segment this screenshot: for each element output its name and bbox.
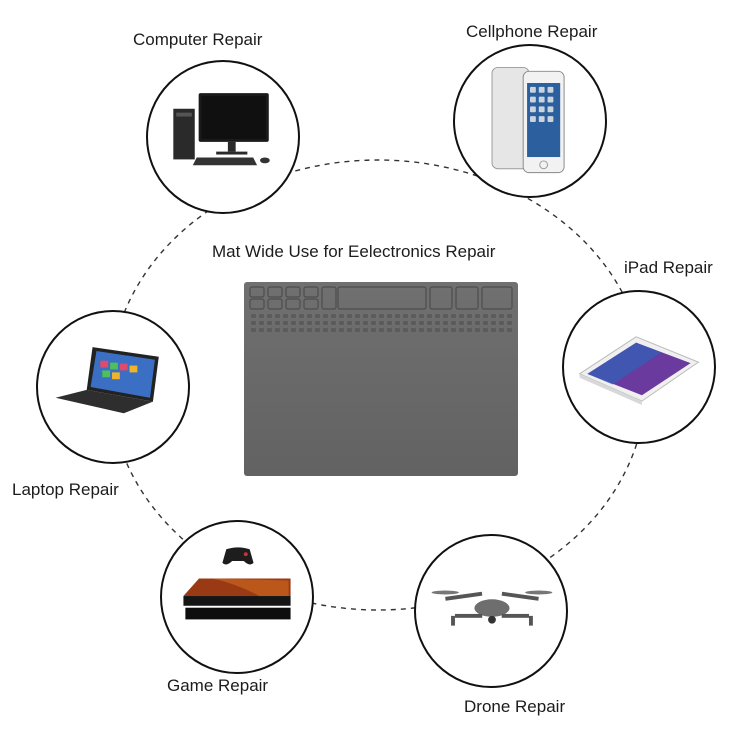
label-laptop: Laptop Repair xyxy=(12,480,119,499)
computer-icon xyxy=(173,93,270,166)
laptop-icon xyxy=(55,347,159,414)
circle-laptop xyxy=(36,310,190,464)
label-computer: Computer Repair xyxy=(133,30,263,49)
circle-cellphone xyxy=(453,44,607,198)
game-icon xyxy=(183,547,291,620)
drone-icon xyxy=(431,590,553,626)
label-ipad: iPad Repair xyxy=(624,258,713,277)
circle-game xyxy=(160,520,314,674)
cellphone-icon xyxy=(491,66,565,174)
circle-ipad xyxy=(562,290,716,444)
circle-drone xyxy=(414,534,568,688)
repair-mat-image xyxy=(244,282,518,476)
label-game: Game Repair xyxy=(167,676,269,695)
label-cellphone: Cellphone Repair xyxy=(466,22,598,41)
page-title: Mat Wide Use for Eelectronics Repair xyxy=(212,242,496,261)
circle-computer xyxy=(146,60,300,214)
ipad-icon xyxy=(578,336,700,405)
label-drone: Drone Repair xyxy=(464,697,566,716)
